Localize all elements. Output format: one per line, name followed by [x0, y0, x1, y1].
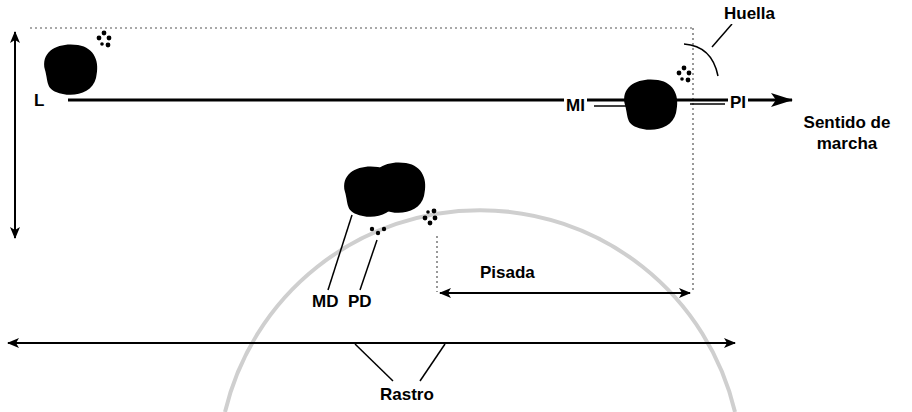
step-arrow [440, 292, 690, 294]
paw-print [44, 31, 111, 95]
part-label: MD [310, 291, 340, 312]
direction-label: Sentido de marcha [786, 112, 908, 155]
leader-line [328, 215, 352, 290]
trail-arrow [8, 342, 735, 344]
dimension-label: Rastro [378, 384, 436, 405]
part-label: PI [728, 92, 748, 113]
toe-marks [370, 227, 386, 235]
leader-line [594, 105, 628, 107]
guide-line [436, 236, 437, 292]
footprint-arc [684, 44, 718, 76]
leader-line [355, 344, 393, 381]
leader-line [712, 24, 732, 47]
dimension-label: L [32, 90, 46, 111]
background-arc [225, 210, 735, 412]
leader-line [360, 240, 377, 290]
leader-line [690, 103, 725, 105]
guide-line [692, 28, 693, 292]
dimension-label: Pisada [478, 262, 537, 283]
guide-line [30, 27, 693, 28]
paw-print [372, 162, 437, 225]
leader-line [420, 344, 445, 381]
width-arrow [14, 32, 16, 238]
part-label: PD [346, 291, 374, 312]
paw-print [624, 66, 691, 130]
direction-arrow [68, 99, 792, 102]
part-label: MI [564, 95, 587, 116]
footprint-label: Huella [722, 3, 777, 24]
